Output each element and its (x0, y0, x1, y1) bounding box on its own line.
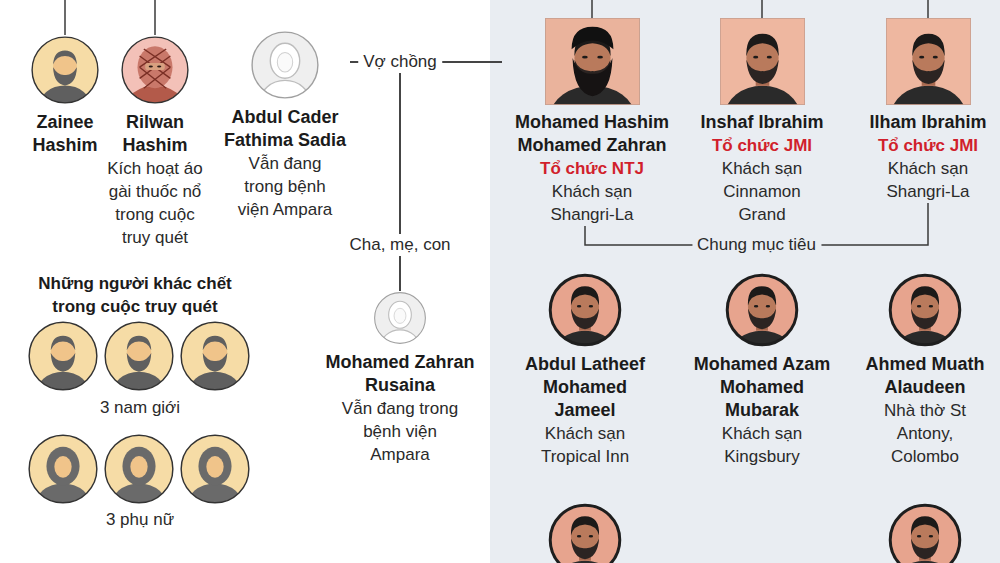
portrait-photo (890, 505, 960, 563)
person-name: Ilham Ibrahim (863, 111, 993, 134)
female-icon (181, 435, 249, 532)
person-note: Khách sạn Kingsbury (707, 422, 817, 468)
portrait-image (720, 18, 805, 105)
person-name: Abdul Latheef Mohamed Jameel (520, 353, 650, 422)
portrait-image (886, 18, 971, 105)
portrait-image (890, 275, 960, 347)
person-name: Zainee Hashim (22, 111, 108, 157)
relation-line (400, 62, 502, 291)
portrait-image (545, 18, 640, 105)
portrait-image (122, 37, 188, 105)
male-icon (181, 322, 249, 418)
organization-name: Tổ chức JMI (863, 134, 993, 157)
person-name: Abdul Cader Fathima Sadia (220, 106, 350, 152)
portrait-image (727, 275, 797, 347)
person-name: Mohamed Zahran Rusaina (325, 351, 475, 397)
person-note: Khách sạn Cinnamon Grand (715, 157, 810, 226)
person-node: Mohamed Zahran RusainaVẫn đang trong bện… (325, 291, 475, 466)
organization-name: Tổ chức JMI (695, 134, 830, 157)
group-count: 3 phụ nữ (60, 508, 220, 531)
person-note: Kích hoạt áo gài thuốc nổ trong cuộc tru… (101, 157, 209, 249)
person-node: Rilwan HashimKích hoạt áo gài thuốc nổ t… (101, 35, 209, 249)
person-name: Ahmed Muath Alaudeen (861, 353, 989, 399)
portrait (548, 273, 622, 347)
tree-line (64, 0, 66, 35)
portrait-photo (550, 505, 620, 563)
portrait-image (375, 293, 426, 345)
tree-line (154, 0, 156, 35)
portrait (725, 273, 799, 347)
group-heading: Những người khác chết trong cuộc truy qu… (20, 272, 250, 318)
portrait (886, 18, 971, 105)
person-name: Mohamed Hashim Mohamed Zahran (507, 111, 677, 157)
portrait-image (252, 32, 318, 100)
person-node: Mohamed Hashim Mohamed ZahranTổ chức NTJ… (502, 18, 682, 226)
person-note: Khách sạn Shangri-La (537, 180, 647, 226)
person-node: Ahmed Muath AlaudeenNhà thờ St Antony, C… (860, 273, 990, 468)
relation-line (350, 62, 400, 291)
person-node: Abdul Cader Fathima SadiaVẫn đang trong … (220, 30, 350, 221)
tree-line (761, 0, 763, 18)
person-node: Ilham IbrahimTổ chức JMIKhách sạn Shangr… (863, 18, 993, 203)
person-name: Mohamed Azam Mohamed Mubarak (690, 353, 835, 422)
person-node: Inshaf IbrahimTổ chức JMIKhách sạn Cinna… (695, 18, 830, 226)
person-node: Mohamed Azam Mohamed MubarakKhách sạn Ki… (687, 273, 837, 468)
portrait-image (550, 275, 620, 347)
relation-label: Cha, mẹ, con (344, 234, 455, 256)
relation-label: Vợ chồng (358, 51, 442, 73)
portrait (373, 291, 427, 345)
person-name: Inshaf Ibrahim (695, 111, 830, 134)
portrait (120, 35, 190, 105)
portrait (30, 35, 100, 105)
portrait (888, 273, 962, 347)
portrait (545, 18, 640, 105)
female-icon (29, 435, 97, 532)
organization-name: Tổ chức NTJ (507, 157, 677, 180)
person-note: Vẫn đang trong bệnh viện Ampara (335, 397, 465, 466)
person-node: Abdul Latheef Mohamed JameelKhách sạn Tr… (510, 273, 660, 468)
tree-line (591, 0, 593, 18)
person-note: Nhà thờ St Antony, Colombo (878, 399, 973, 468)
person-note: Khách sạn Tropical Inn (530, 422, 640, 468)
person-node: Zainee Hashim (22, 35, 108, 157)
relation-label: Chung mục tiêu (692, 234, 821, 256)
male-icon (29, 322, 97, 418)
portrait (250, 30, 320, 100)
group-count: 3 nam giới (60, 396, 220, 419)
person-note: Vẫn đang trong bệnh viện Ampara (231, 152, 339, 221)
tree-line (927, 0, 929, 18)
portrait-image (32, 37, 98, 105)
person-note: Khách sạn Shangri-La (881, 157, 976, 203)
person-name: Rilwan Hashim (105, 111, 205, 157)
portrait (720, 18, 805, 105)
